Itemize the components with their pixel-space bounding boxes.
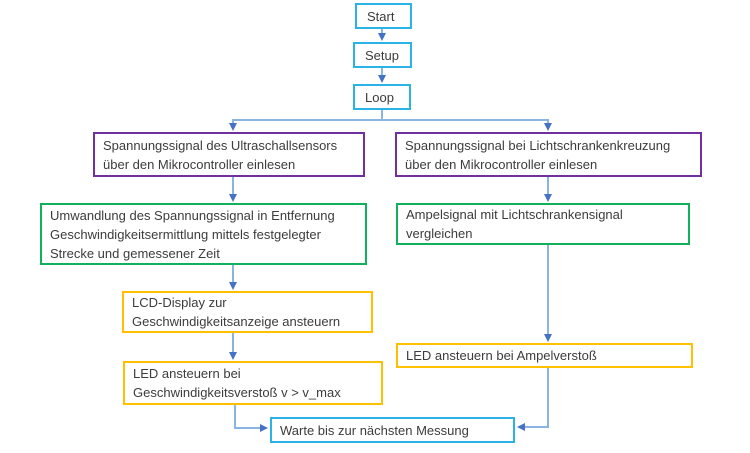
node-setup: Setup — [353, 42, 412, 68]
node-label-line: Start — [367, 8, 395, 24]
node-loop: Loop — [353, 84, 411, 110]
node-label-line: Geschwindigkeitsverstoß v > v_max — [133, 385, 341, 400]
node-read-ultrasonic: Spannungssignal des Ultraschallsensors ü… — [93, 132, 365, 177]
node-label-line: Geschwindigkeitsanzeige ansteuern — [132, 314, 341, 329]
node-compare-ampel: Ampelsignal mit Lichtschrankensignal ver… — [396, 203, 690, 245]
node-label-line: Spannungssignal des Ultraschallsensors — [103, 137, 338, 153]
connector-ledampel-warte — [517, 368, 549, 431]
node-label-line: LED ansteuern bei Ampelverstoß — [406, 348, 597, 363]
node-label-line: LED ansteuern bei — [133, 366, 241, 381]
node-label-line: Setup — [365, 47, 399, 63]
node-label-line: über den Mikrocontroller einlesen — [405, 156, 598, 172]
node-label-line: Geschwindigkeitsermittlung mittels festg… — [50, 226, 321, 242]
node-label-line: LCD-Display zur — [132, 295, 227, 310]
node-led-speed: LED ansteuern bei Geschwindigkeitsversto… — [123, 361, 383, 405]
node-label-line: Umwandlung des Spannungssignal in Entfer… — [50, 207, 335, 223]
node-convert-speed: Umwandlung des Spannungssignal in Entfer… — [40, 203, 367, 265]
node-label-line: über den Mikrocontroller einlesen — [103, 156, 296, 172]
connector-loop-branch-right — [382, 119, 552, 131]
node-label-line: Spannungssignal bei Lichtschrankenkreuzu… — [405, 137, 671, 153]
node-start: Start — [355, 3, 412, 29]
node-led-ampel: LED ansteuern bei Ampelverstoß — [396, 343, 693, 368]
node-lcd-display: LCD-Display zur Geschwindigkeitsanzeige … — [122, 291, 373, 333]
connector-loop-branch-left — [229, 110, 383, 131]
connector-ledspeed-warte — [234, 405, 268, 432]
node-label-line: Warte bis zur nächsten Messung — [280, 422, 469, 438]
node-label-line: Strecke und gemessener Zeit — [50, 245, 220, 261]
node-read-lightbarrier: Spannungssignal bei Lichtschrankenkreuzu… — [395, 132, 702, 177]
node-wait: Warte bis zur nächsten Messung — [270, 417, 515, 443]
node-label-line: vergleichen — [406, 226, 473, 241]
node-label-line: Ampelsignal mit Lichtschrankensignal — [406, 207, 623, 222]
node-label-line: Loop — [365, 89, 394, 105]
